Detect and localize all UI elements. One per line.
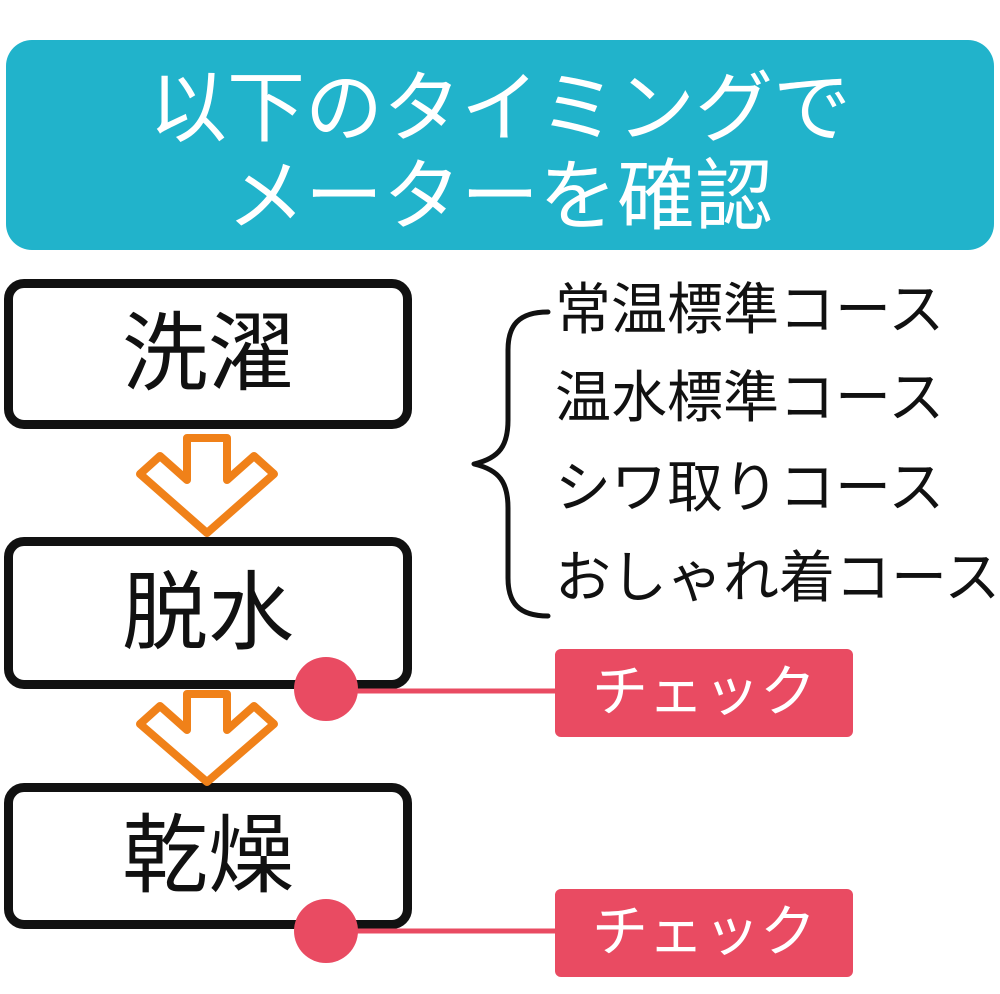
step-label-dry: 乾燥: [122, 806, 294, 906]
step-box-dry: 乾燥: [4, 783, 412, 929]
down-arrow-icon-1: [136, 434, 278, 537]
step-box-spin: 脱水: [4, 537, 412, 689]
header-title-line-1: 以下のタイミングで: [148, 64, 851, 154]
course-item: 常温標準コース: [555, 278, 945, 343]
header-banner: 以下のタイミングで メーターを確認: [6, 40, 994, 250]
step-box-wash: 洗濯: [4, 279, 412, 429]
down-arrow-icon-2: [136, 690, 278, 786]
check-badge-spin: チェック: [555, 649, 853, 737]
check-badge-dry: チェック: [555, 889, 853, 977]
course-item: おしゃれ着コース: [555, 546, 1000, 611]
step-label-spin: 脱水: [122, 563, 294, 663]
step-label-wash: 洗濯: [122, 304, 294, 404]
header-title-line-2: メーターを確認: [226, 152, 773, 242]
course-item: シワ取りコース: [555, 456, 945, 521]
course-item: 温水標準コース: [555, 366, 945, 431]
curly-brace: [471, 309, 551, 619]
